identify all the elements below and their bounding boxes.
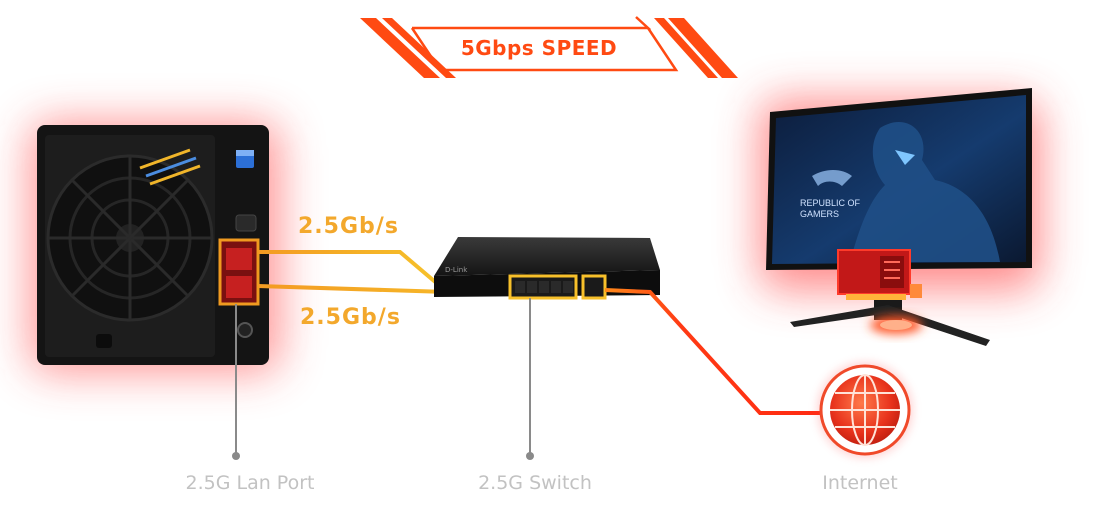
switch-uplinks: [604, 284, 840, 415]
banner-left-stripes: [360, 18, 456, 78]
monitor-device: REPUBLIC OF GAMERS: [760, 88, 1040, 346]
monitor-wallpaper-line1: REPUBLIC OF: [800, 198, 861, 208]
switch-device: D-Link: [434, 237, 660, 300]
monitor-stand-base-right: [886, 305, 990, 346]
nas-lan-port-2: [226, 276, 252, 298]
rog-wallpaper-figure: [850, 122, 1000, 262]
link-rate-bottom: 2.5Gb/s: [300, 305, 401, 330]
switch-uplink-port: [581, 274, 607, 300]
nas-lan-port-1: [226, 248, 252, 270]
monitor-wallpaper-line2: GAMERS: [800, 209, 839, 219]
link-rate-top: 2.5Gb/s: [298, 214, 399, 239]
switch-brand: D-Link: [445, 266, 468, 274]
switch-top: [434, 237, 660, 276]
internet-caption: Internet: [822, 472, 898, 494]
nas-power-button: [237, 322, 253, 338]
rog-logo: [812, 170, 852, 186]
nas-cables: [139, 148, 201, 186]
monitor-stand-base-left: [790, 305, 890, 327]
switch-caption: 2.5G Switch: [478, 472, 592, 494]
banner-right-stripes: [654, 18, 738, 78]
callout-pins: [235, 298, 531, 455]
nas-caption: 2.5G Lan Port: [185, 472, 315, 494]
pin-dot-switch: [526, 452, 534, 460]
pin-dot-nas: [232, 452, 240, 460]
internet-globe-icon: [818, 363, 912, 457]
speed-label: 5Gbps SPEED: [460, 36, 618, 60]
speed-banner: [360, 16, 738, 78]
network-card: [837, 249, 922, 300]
nas-device: [30, 122, 280, 372]
link-to-internet: [604, 288, 822, 415]
banner-frame: [410, 16, 679, 72]
nas-hdmi-port: [235, 214, 257, 232]
